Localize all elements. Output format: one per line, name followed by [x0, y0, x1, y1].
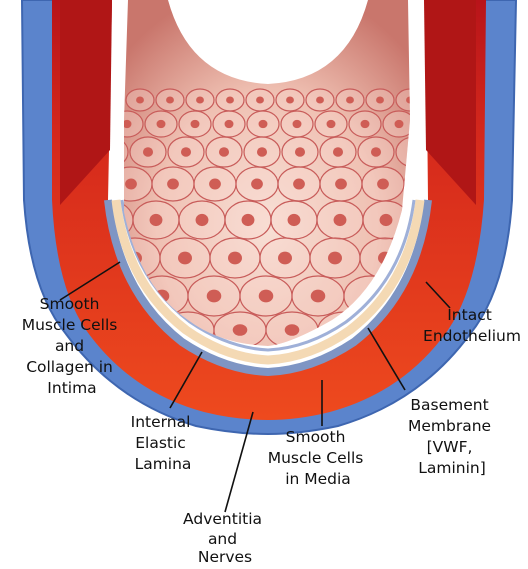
label-adventitia-nerves: Adventitia and Nerves [183, 510, 267, 564]
cell-nucleus [125, 179, 137, 190]
cell-nucleus [150, 214, 163, 226]
cell-nucleus [380, 214, 393, 226]
label-smooth-muscle-media: Smooth Muscle Cells in Media [268, 428, 369, 488]
cell-nucleus [191, 120, 200, 128]
cell-nucleus [316, 96, 324, 103]
cell-nucleus [209, 179, 221, 190]
cell-nucleus [228, 252, 242, 265]
cell-nucleus [196, 214, 209, 226]
cell-nucleus [225, 120, 234, 128]
cell-nucleus [181, 147, 191, 157]
cell-nucleus [395, 120, 404, 128]
cell-nucleus [311, 290, 326, 303]
cell-nucleus [233, 324, 248, 336]
cell-nucleus [288, 214, 301, 226]
cell-nucleus [406, 96, 414, 103]
cell-nucleus [226, 96, 234, 103]
label-internal-elastic-lamina: Internal Elastic Lamina [131, 413, 196, 473]
cell-nucleus [286, 96, 294, 103]
cell-nucleus [242, 214, 255, 226]
cell-nucleus [257, 147, 267, 157]
cell-nucleus [295, 147, 305, 157]
cell-nucleus [346, 96, 354, 103]
endothelial-cell [396, 89, 424, 111]
cell-nucleus [219, 147, 229, 157]
cell-nucleus [377, 179, 389, 190]
cell-nucleus [376, 96, 384, 103]
cell-nucleus [259, 120, 268, 128]
cell-nucleus [409, 147, 419, 157]
cell-nucleus [178, 252, 192, 265]
cell-nucleus [259, 290, 274, 303]
cell-nucleus [136, 96, 144, 103]
cell-nucleus [334, 214, 347, 226]
cell-nucleus [293, 179, 305, 190]
cell-nucleus [285, 324, 300, 336]
cell-nucleus [143, 147, 153, 157]
cell-nucleus [196, 96, 204, 103]
cell-nucleus [167, 179, 179, 190]
cell-nucleus [335, 179, 347, 190]
cell-nucleus [123, 120, 132, 128]
cell-nucleus [166, 96, 174, 103]
cell-nucleus [256, 96, 264, 103]
cell-nucleus [378, 252, 392, 265]
cell-nucleus [207, 290, 222, 303]
cell-nucleus [293, 120, 302, 128]
cell-nucleus [361, 120, 370, 128]
label-basement-membrane: Basement Membrane [VWF, Laminin] [408, 396, 496, 477]
cell-nucleus [278, 252, 292, 265]
cell-nucleus [251, 179, 263, 190]
cell-nucleus [371, 147, 381, 157]
cell-nucleus [157, 120, 166, 128]
cell-nucleus [328, 252, 342, 265]
cell-nucleus [327, 120, 336, 128]
cell-nucleus [333, 147, 343, 157]
